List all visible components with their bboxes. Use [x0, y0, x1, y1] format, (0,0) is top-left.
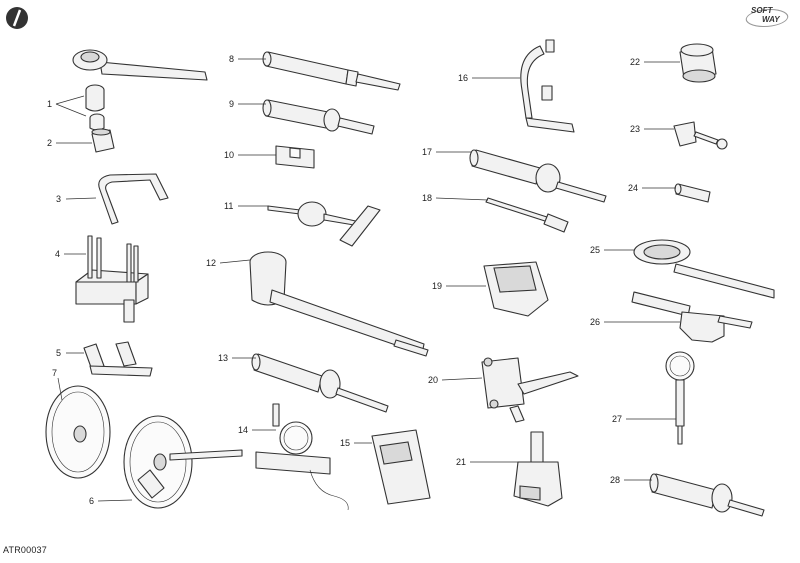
tool-25-ring-wrench — [633, 239, 775, 299]
callout-8: 8 — [229, 54, 234, 64]
callout-4: 4 — [55, 249, 60, 259]
callout-10: 10 — [224, 150, 234, 160]
callout-20: 20 — [428, 375, 438, 385]
tool-27-indicator — [665, 351, 695, 445]
logo-text-way: WAY — [762, 15, 780, 24]
section-icon — [6, 7, 28, 29]
callout-16: 16 — [458, 73, 468, 83]
callout-24: 24 — [628, 183, 638, 193]
callout-17: 17 — [422, 147, 432, 157]
callout-14: 14 — [238, 425, 248, 435]
tool-1-wrench — [72, 49, 208, 131]
tool-23-pin — [673, 121, 728, 150]
tool-18-rod — [485, 197, 569, 233]
callout-1: 1 — [47, 99, 52, 109]
leader-lines — [55, 58, 680, 502]
callout-19: 19 — [432, 281, 442, 291]
tool-10-spacer — [275, 145, 315, 169]
tool-9-pin — [262, 99, 375, 135]
tool-19-holder — [483, 261, 549, 317]
tool-3-hook — [98, 173, 169, 225]
tool-20-fixture — [481, 357, 579, 423]
tool-16-clamp — [520, 39, 575, 133]
tool-24-dowel — [674, 183, 711, 203]
callout-26: 26 — [590, 317, 600, 327]
callout-12: 12 — [206, 258, 216, 268]
callout-28: 28 — [610, 475, 620, 485]
callout-21: 21 — [456, 457, 466, 467]
tool-22-ring — [679, 43, 717, 83]
logo-text-soft: SOFT — [751, 6, 773, 15]
callout-27: 27 — [612, 414, 622, 424]
drawing-code: ATR00037 — [3, 545, 47, 555]
callout-18: 18 — [422, 193, 432, 203]
callout-11: 11 — [224, 201, 233, 211]
tool-14-dial-gauge — [255, 403, 349, 511]
callout-22: 22 — [630, 57, 640, 67]
callout-15: 15 — [340, 438, 350, 448]
tool-13-bar — [251, 353, 389, 413]
tool-28-bar — [649, 473, 765, 517]
tool-6-pointer-disc — [123, 415, 243, 509]
callout-9: 9 — [229, 99, 234, 109]
callout-13: 13 — [218, 353, 228, 363]
tool-15-tester — [371, 429, 431, 505]
tool-21-puller — [513, 431, 563, 507]
tool-11-puller — [267, 201, 381, 247]
callout-labels: 1 2 3 4 5 6 7 8 9 10 11 12 13 14 15 16 1… — [47, 54, 640, 506]
callout-6: 6 — [89, 496, 94, 506]
callout-25: 25 — [590, 245, 600, 255]
tool-4-bracket — [75, 235, 149, 323]
callout-5: 5 — [56, 348, 61, 358]
callout-2: 2 — [47, 138, 52, 148]
tool-5-feet — [83, 341, 153, 377]
softway-logo: SOFT WAY — [742, 5, 792, 27]
callout-23: 23 — [630, 124, 640, 134]
tool-26-bridge — [631, 291, 753, 343]
tool-8-pin — [262, 51, 401, 91]
tool-2-sleeve — [91, 128, 115, 153]
tool-12-wrench — [249, 251, 429, 357]
tool-7-degree-disc — [45, 385, 111, 479]
tool-17-bar — [469, 149, 607, 203]
callout-7: 7 — [52, 368, 57, 378]
callout-3: 3 — [56, 194, 61, 204]
